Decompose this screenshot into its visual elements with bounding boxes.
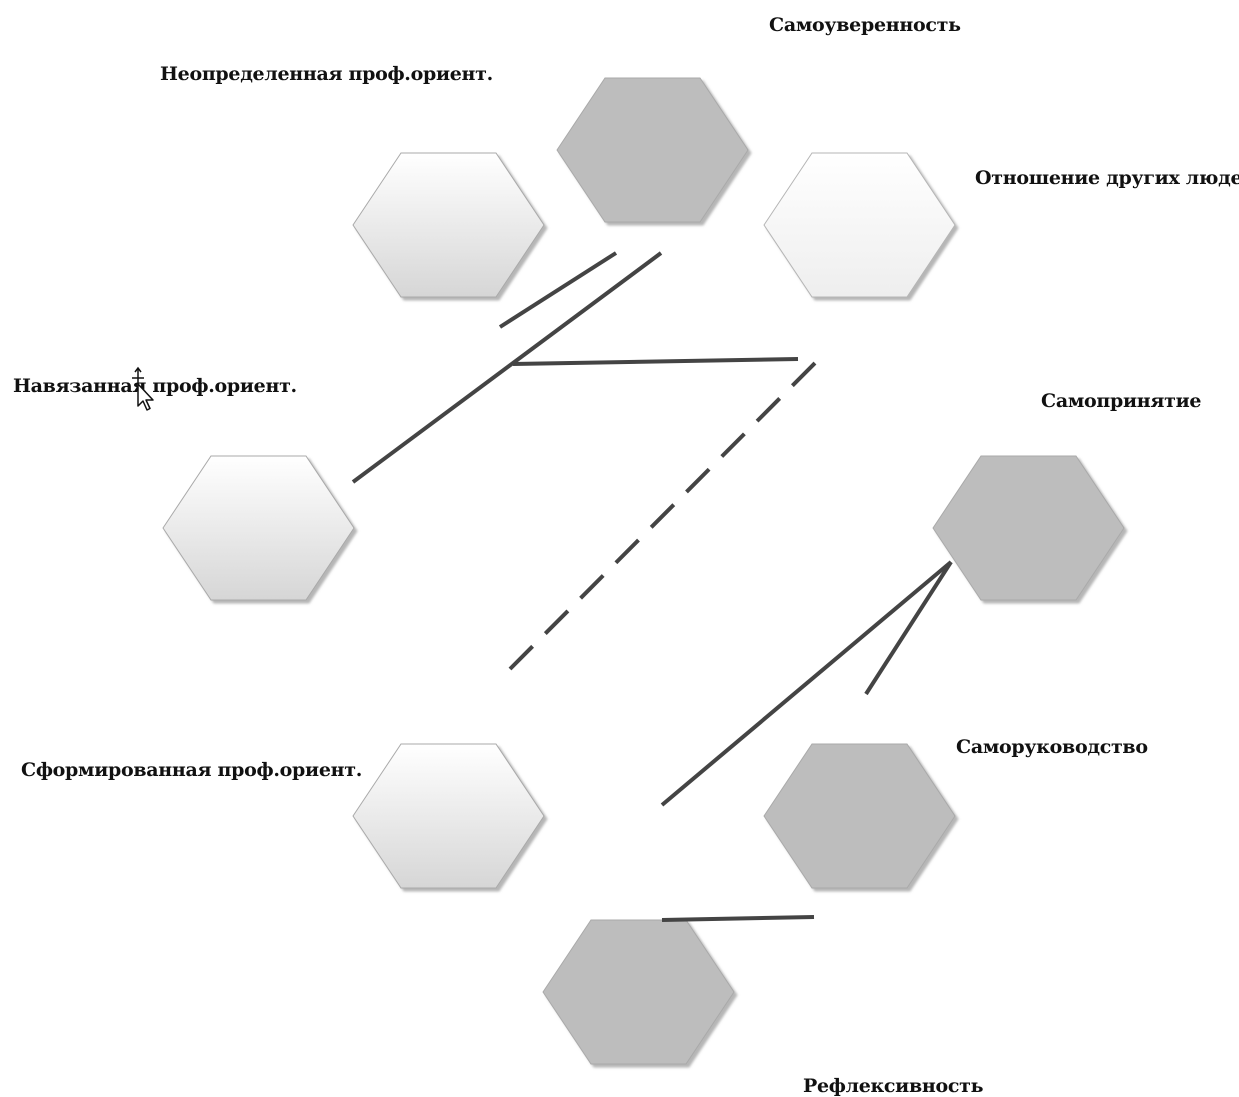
hexagon-navyazannaya (162, 455, 355, 601)
hexagon-samouverennost (556, 77, 749, 223)
label-refleksivnost: Рефлексивность (803, 1075, 984, 1097)
connector-long-diagonal (351, 251, 663, 484)
connector-dashed (508, 360, 818, 671)
connector-horizontal (512, 357, 799, 366)
label-samorukovodstvo: Саморуководство (956, 736, 1148, 758)
hexagon-otnoshenie (763, 152, 956, 298)
hexagon-refleksivnost (542, 919, 735, 1065)
mouse-cursor-icon (132, 366, 154, 411)
label-samoprinyatie: Самопринятие (1041, 390, 1202, 412)
hexagon-sformirovannaya (352, 743, 545, 889)
label-neopredelennaya: Неопределенная проф.ориент. (160, 63, 493, 85)
label-samouverennost: Самоуверенность (769, 14, 961, 36)
label-sformirovannaya: Сформированная проф.ориент. (21, 759, 363, 781)
label-otnoshenie: Отношение других людей (975, 167, 1239, 189)
connector-bottom-horizontal (661, 915, 815, 922)
hexagon-samorukovodstvo (763, 743, 956, 889)
connector-lower-diagonal (660, 560, 953, 807)
hexagon-samoprinyatie (932, 455, 1125, 601)
label-navyazannaya: Навязанная проф.ориент. (13, 375, 297, 397)
hexagon-neopredelennaya (352, 152, 545, 298)
connector-short-upper (498, 251, 618, 329)
connector-lower-short (864, 560, 953, 696)
